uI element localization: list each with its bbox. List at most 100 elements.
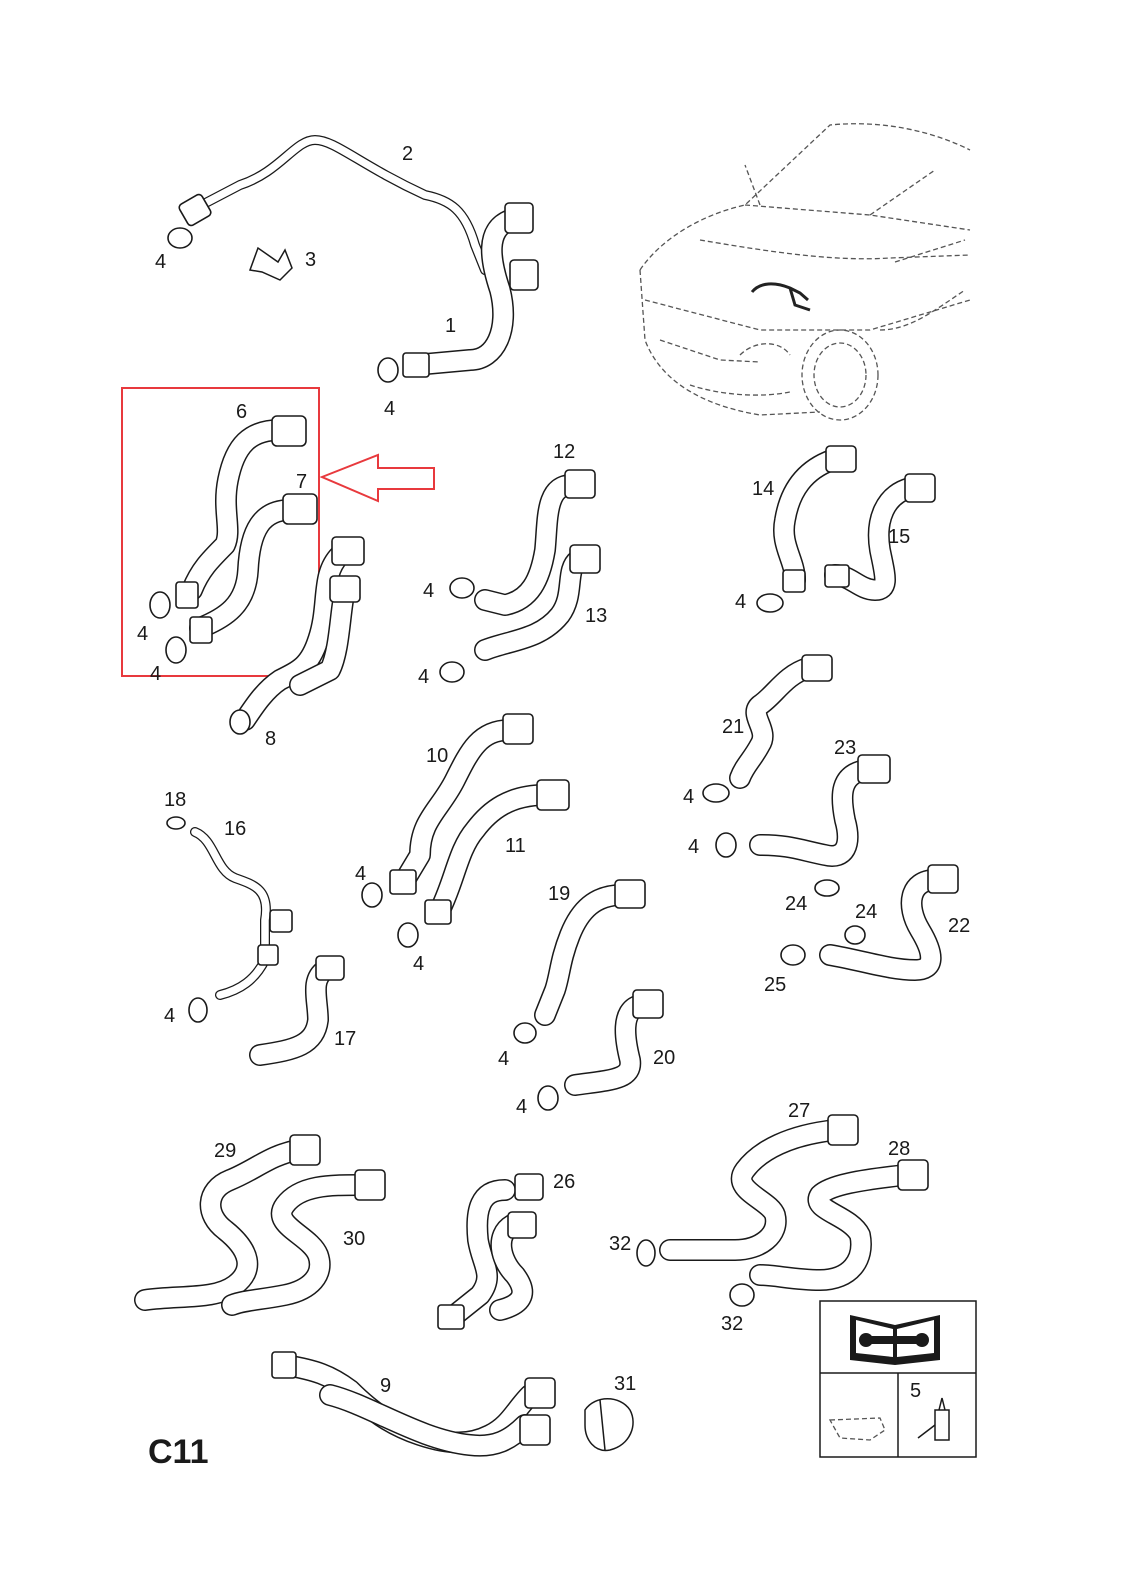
callout-c3: 3 (305, 249, 316, 271)
part-28-hose (749, 1159, 929, 1291)
callout-c10: 10 (426, 745, 448, 767)
engine-location-icon (828, 1417, 886, 1441)
part-29-hose (134, 1134, 321, 1311)
part-2-hose (178, 135, 490, 275)
part-3-bracket (248, 246, 293, 281)
callout-c20: 20 (653, 1047, 675, 1069)
part-14-hose (773, 445, 857, 593)
clamp-32-right (729, 1283, 755, 1307)
callout-c4m: 4 (683, 786, 694, 808)
page-code: C11 (148, 1433, 209, 1471)
part-30-hose (221, 1169, 386, 1316)
callout-c27: 27 (788, 1100, 810, 1122)
part-18-clip (166, 816, 186, 830)
clamp-4-part12 (449, 577, 475, 599)
callout-c24a: 24 (785, 893, 807, 915)
part-12-hose (474, 469, 596, 616)
part-9-hose (271, 1351, 556, 1457)
part-23-hose (749, 754, 891, 867)
callout-c8: 8 (265, 728, 276, 750)
callout-c2: 2 (402, 143, 413, 165)
repair-manual-icon (850, 1315, 940, 1365)
clamp-32-left (636, 1239, 656, 1267)
highlight-frame (121, 387, 320, 677)
part-8-hose (229, 536, 365, 735)
callout-c23: 23 (834, 737, 856, 759)
part-22-hose (819, 864, 959, 981)
callout-c31: 31 (614, 1373, 636, 1395)
callout-c12: 12 (553, 441, 575, 463)
part-16-hose (190, 827, 293, 1000)
clamp-4-box-upper (149, 591, 171, 619)
clamp-4-part23 (715, 832, 737, 858)
part-10-hose (389, 713, 534, 895)
callout-c4i: 4 (735, 591, 746, 613)
callout-c15: 15 (888, 526, 910, 548)
callout-c13: 13 (585, 605, 607, 627)
callout-c14: 14 (752, 478, 774, 500)
clamp-4-part19 (513, 1022, 537, 1044)
part-20-hose (564, 989, 664, 1096)
clamp-4-part10 (361, 882, 383, 908)
part-15-hose (824, 473, 936, 601)
callout-c9: 9 (380, 1375, 391, 1397)
callout-c26: 26 (553, 1171, 575, 1193)
callout-c4j: 4 (164, 1005, 175, 1027)
callout-c4a: 4 (155, 251, 166, 273)
callout-c6: 6 (236, 401, 247, 423)
vehicle-location-illustration (639, 123, 971, 421)
callout-c4e: 4 (355, 863, 366, 885)
callout-c17: 17 (334, 1028, 356, 1050)
part-11-hose (424, 779, 570, 925)
part-7-hose (189, 493, 318, 644)
service-legend (819, 1300, 977, 1458)
clamp-4-top-center (377, 357, 399, 383)
callout-c25: 25 (764, 974, 786, 996)
callout-c32b: 32 (721, 1313, 743, 1335)
callout-c30: 30 (343, 1228, 365, 1250)
callout-c18: 18 (164, 789, 186, 811)
part-24-clamp-left (814, 879, 840, 897)
callout-c32a: 32 (609, 1233, 631, 1255)
callout-c21: 21 (722, 716, 744, 738)
callout-c4l: 4 (516, 1096, 527, 1118)
part-27-hose (659, 1114, 859, 1262)
clamp-4-part16 (188, 997, 208, 1023)
callout-c19: 19 (548, 883, 570, 905)
callout-c4c: 4 (137, 623, 148, 645)
callout-c4d: 4 (150, 663, 161, 685)
callout-c4b: 4 (384, 398, 395, 420)
callout-c24b: 24 (855, 901, 877, 923)
callout-c4h: 4 (418, 666, 429, 688)
part-26-hose (437, 1173, 544, 1330)
clamp-4-part14 (756, 593, 784, 613)
callout-c29: 29 (214, 1140, 236, 1162)
callout-c1: 1 (445, 315, 456, 337)
part-19-hose (534, 879, 646, 1026)
callout-c28: 28 (888, 1138, 910, 1160)
highlight-arrow (319, 453, 435, 503)
part-1-hose (402, 202, 539, 378)
callout-c22: 22 (948, 915, 970, 937)
callout-c5: 5 (910, 1380, 921, 1402)
callout-c16: 16 (224, 818, 246, 840)
callout-c4k: 4 (498, 1048, 509, 1070)
part-24-clamp-right (844, 925, 866, 945)
clamp-4-top-left (167, 227, 193, 249)
part-31-bracket (584, 1398, 634, 1452)
clamp-4-part11 (397, 922, 419, 948)
clamp-4-part21 (702, 783, 730, 803)
callout-c11: 11 (505, 835, 526, 857)
callout-c4n: 4 (688, 836, 699, 858)
part-21-hose (729, 654, 833, 789)
callout-labels: 1234456744891011441213441415416171841920… (137, 143, 970, 1402)
callout-c7: 7 (296, 471, 307, 493)
part-6-hose (175, 415, 307, 609)
clamp-4-part13 (439, 661, 465, 683)
callout-c4f: 4 (413, 953, 424, 975)
part-13-hose (474, 544, 601, 661)
clamp-4-part20 (537, 1085, 559, 1111)
clamp-4-box-lower (165, 636, 187, 664)
part-17-hose (249, 955, 345, 1066)
